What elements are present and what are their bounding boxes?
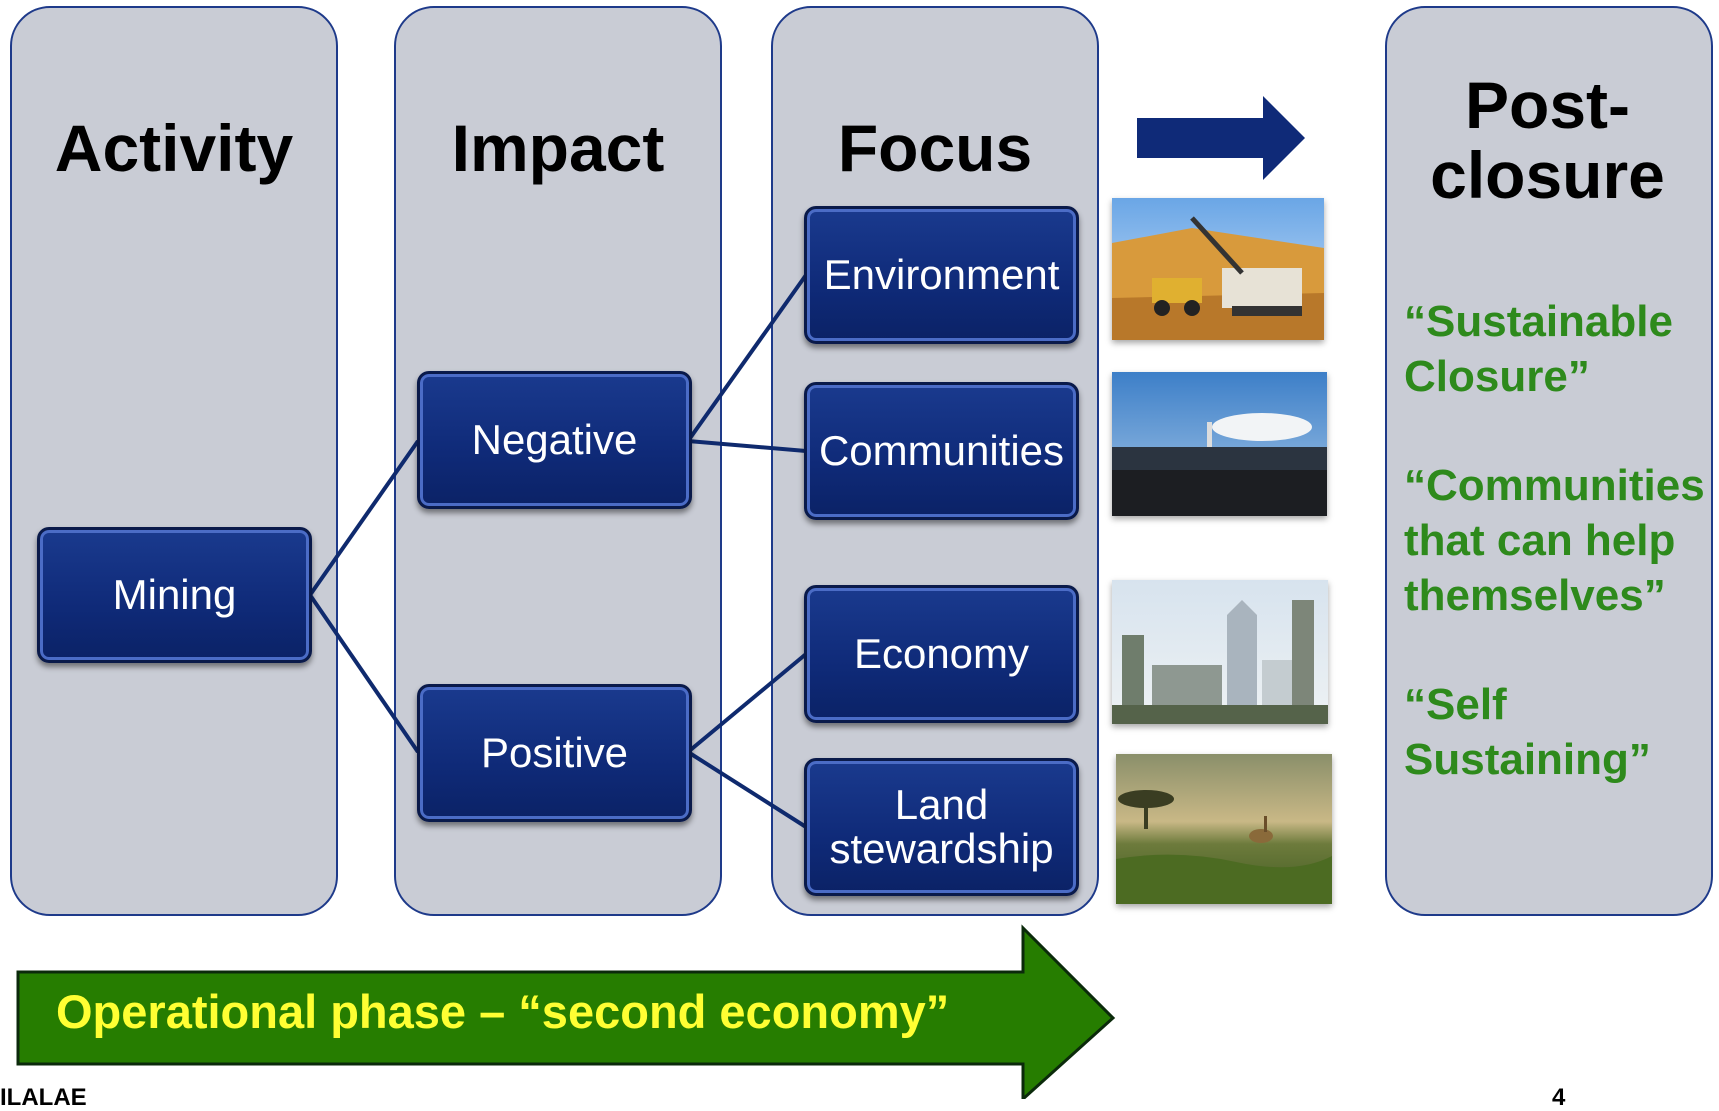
activity-title: Activity — [54, 111, 294, 185]
environment-label: Environment — [823, 251, 1060, 298]
quote-sustainable-closure: “Sustainable Closure” — [1404, 297, 1673, 401]
quote-self-sustaining: “Self Sustaining” — [1404, 680, 1651, 784]
communities-label: Communities — [818, 427, 1065, 474]
mining-box: Mining — [37, 527, 312, 663]
footer-left-text: ILALAE — [0, 1084, 87, 1111]
post-closure-title: Post- closure — [1430, 68, 1665, 212]
environment-box: Environment — [804, 206, 1079, 344]
top-arrow-icon — [1137, 96, 1305, 180]
phase-arrow-label: Operational phase – “second economy” — [56, 985, 950, 1038]
connector-negative-environment — [686, 273, 808, 443]
city-skyline-photo — [1112, 580, 1328, 724]
land-stewardship-box: Land stewardship — [804, 758, 1079, 896]
page-number: 4 — [1552, 1084, 1566, 1111]
mining-excavator-photo — [1112, 198, 1324, 340]
mining-label: Mining — [112, 571, 237, 618]
positive-label: Positive — [480, 729, 629, 776]
phase-arrow-icon — [16, 924, 1116, 1099]
connector-mining-positive — [308, 593, 420, 754]
economy-box: Economy — [804, 585, 1079, 723]
positive-box: Positive — [417, 684, 692, 822]
land-stewardship-label: Land stewardship — [829, 781, 1054, 872]
activity-column: Activity — [10, 6, 338, 916]
impact-title: Impact — [451, 111, 665, 185]
savanna-wildlife-photo — [1116, 754, 1332, 904]
communities-box: Communities — [804, 382, 1079, 520]
post-closure-column — [1385, 6, 1713, 916]
connector-positive-economy — [686, 652, 808, 754]
negative-box: Negative — [417, 371, 692, 509]
connector-mining-negative — [308, 439, 420, 597]
negative-label: Negative — [471, 416, 638, 463]
quote-communities-help-themselves: “Communities that can help themselves” — [1404, 461, 1705, 620]
industrial-plant-photo — [1112, 372, 1327, 516]
economy-label: Economy — [853, 630, 1030, 677]
connector-negative-communities — [687, 439, 807, 453]
focus-title: Focus — [837, 111, 1033, 185]
connector-positive-land — [686, 750, 808, 829]
